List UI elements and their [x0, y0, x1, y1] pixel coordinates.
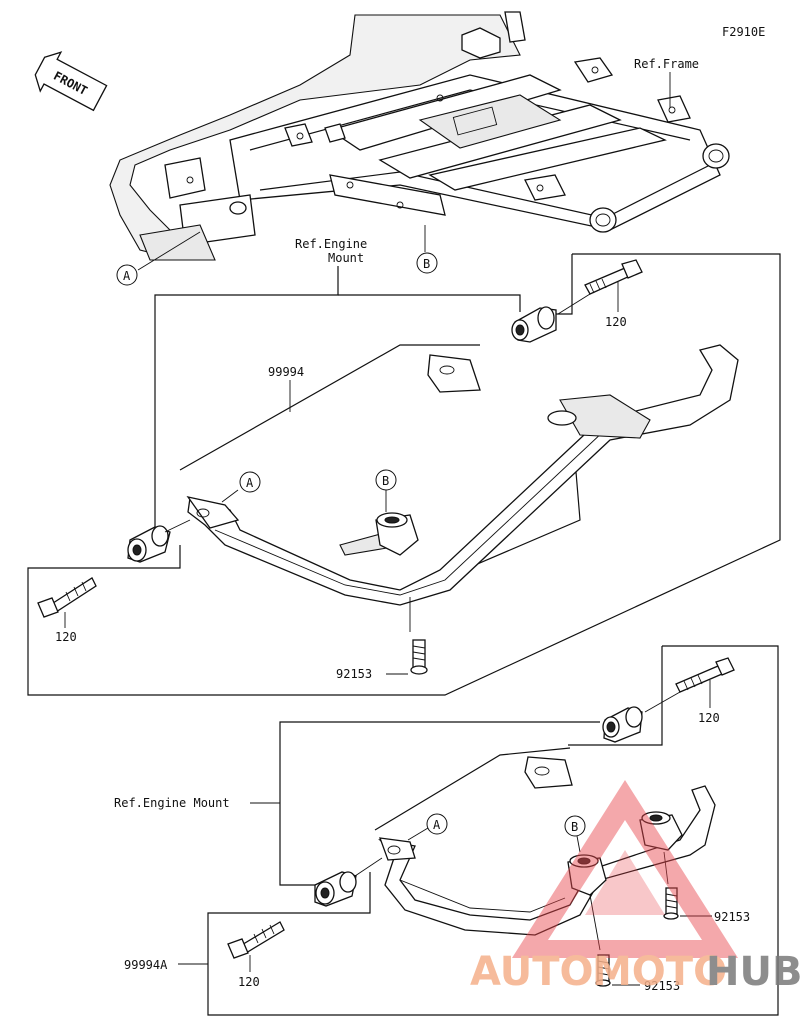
ref-engine-mount-upper-line1: Ref.Engine	[295, 237, 367, 251]
frame-illustration	[109, 11, 730, 261]
screw-92153-lower-right	[663, 887, 679, 920]
callout-b-frame: B	[416, 252, 438, 274]
callout-a-frame: A	[116, 264, 138, 286]
watermark-hub: HUB	[706, 949, 800, 995]
svg-text:A: A	[246, 476, 254, 490]
watermark-auto: AUTO	[470, 949, 594, 995]
bolt-120-lower-right	[675, 657, 735, 693]
front-arrow-icon: FRONT	[34, 51, 108, 112]
bolt-120-lower-left-label: 120	[238, 975, 260, 989]
guard-99994a-label: 99994A	[124, 958, 168, 972]
ref-engine-mount-upper-line2: Mount	[328, 251, 364, 265]
bolt-120-upper-left	[37, 577, 97, 618]
screw-92153-lower-right-label: 92153	[714, 910, 750, 924]
lower-left-collar	[314, 871, 357, 907]
watermark-moto: MOTO	[592, 949, 727, 995]
screw-92153-upper-label: 92153	[336, 667, 372, 681]
screw-92153-lower-bottom	[595, 954, 611, 987]
callout-b-lower: B	[564, 815, 586, 837]
figure-code: F2910E	[722, 25, 765, 39]
ref-engine-mount-lower-label: Ref.Engine Mount	[114, 796, 230, 810]
callout-a-lower: A	[426, 813, 448, 835]
upper-guard-assembly	[27, 253, 781, 696]
lower-right-collar	[602, 706, 643, 743]
upper-left-collar	[127, 525, 171, 563]
lower-guard-assembly	[207, 645, 779, 1016]
guard-99994-label: 99994	[268, 365, 304, 379]
callout-b-upper: B	[375, 469, 397, 491]
callout-a-upper: A	[239, 471, 261, 493]
watermark-logo: AUTO MOTO HUB	[470, 780, 800, 995]
bolt-120-lower-right-label: 120	[698, 711, 720, 725]
bolt-120-upper-right	[584, 259, 643, 295]
svg-text:A: A	[123, 269, 131, 283]
ref-frame-label: Ref.Frame	[634, 57, 699, 71]
svg-text:B: B	[382, 474, 389, 488]
bolt-120-upper-left-label: 120	[55, 630, 77, 644]
svg-text:A: A	[433, 818, 441, 832]
screw-92153-lower-bottom-label: 92153	[644, 979, 680, 993]
watermark-triangle-icon	[512, 780, 738, 958]
bolt-120-upper-right-label: 120	[605, 315, 627, 329]
bolt-120-lower-left	[227, 921, 285, 959]
svg-text:B: B	[423, 257, 430, 271]
svg-text:B: B	[571, 820, 578, 834]
screw-92153-upper	[410, 639, 428, 675]
upper-right-collar	[511, 306, 557, 343]
